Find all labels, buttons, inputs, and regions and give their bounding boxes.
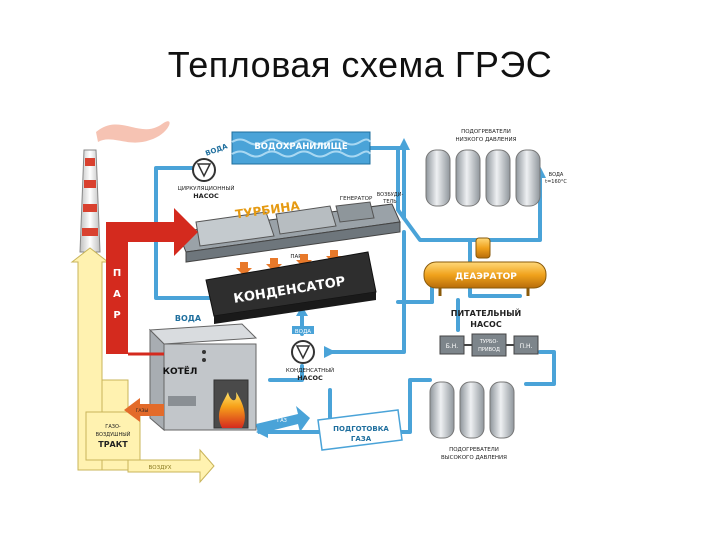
water-top-label: ВОДА: [204, 142, 229, 158]
air-duct-bottom: ВОЗДУХ: [127, 448, 215, 484]
steam-pipe: П А Р: [106, 208, 198, 354]
turbo-drive-label-2: ПРИВОД: [478, 347, 500, 353]
circ-pump-label-2: НАСОС: [193, 192, 219, 200]
gas-prep-label-1: ПОДГОТОВКА: [333, 425, 389, 433]
lp-heaters-label-2: НИЗКОГО ДАВЛЕНИЯ: [456, 137, 517, 143]
bn-label: Б.Н.: [446, 343, 459, 350]
gas-air-label-1: ГАЗО-: [105, 424, 121, 430]
feed-pump: ПИТАТЕЛЬНЫЙ НАСОС Б.Н. ТУРБО- ПРИВОД П.Н…: [439, 307, 539, 357]
hp-heaters-label-1: ПОДОГРЕВАТЕЛИ: [449, 447, 499, 453]
deaerator-label: ДЕАЭРАТОР: [455, 272, 517, 282]
flame: [218, 392, 245, 428]
boiler: КОТЁЛ: [148, 323, 258, 432]
flue-small-label: ГАЗЫ: [136, 408, 149, 414]
fuel-gas-small-label: ГАЗ: [277, 418, 287, 424]
steam-vertical-r: Р: [113, 310, 120, 321]
pn-label: П.Н.: [520, 343, 533, 350]
water-temp-label-1: ВОДА: [549, 172, 564, 178]
reservoir: ВОДОХРАНИЛИЩЕ ВОДА: [204, 131, 371, 165]
lp-heaters: ПОДОГРЕВАТЕЛИ НИЗКОГО ДАВЛЕНИЯ ВОДА t=16…: [425, 129, 567, 207]
water-mid-label: ВОДА: [175, 314, 202, 323]
water-temp-label-2: t=160°C: [545, 179, 567, 185]
smoke-plume: [96, 121, 170, 143]
exhaust-steam-arrows: [236, 250, 342, 276]
gas-prep-label-2: ГАЗА: [351, 435, 372, 443]
steam-vertical-a: А: [113, 289, 121, 300]
lp-heaters-label-1: ПОДОГРЕВАТЕЛИ: [461, 129, 511, 135]
water-pump-label: ВОДА: [295, 329, 311, 335]
cond-pump-label-2: НАСОС: [297, 374, 323, 382]
gas-supply: ГАЗ ПОДГОТОВКА ГАЗА: [256, 406, 403, 451]
page-title: Тепловая схема ГРЭС: [167, 44, 553, 85]
hp-heaters: ПОДОГРЕВАТЕЛИ ВЫСОКОГО ДАВЛЕНИЯ: [429, 381, 515, 461]
feed-pump-label-2: НАСОС: [470, 320, 502, 329]
steam-vertical-p: П: [113, 268, 121, 279]
air-label: ВОЗДУХ: [148, 465, 171, 471]
reservoir-label: ВОДОХРАНИЛИЩЕ: [254, 142, 348, 152]
generator-label: ГЕНЕРАТОР: [340, 196, 373, 202]
feed-pump-label-1: ПИТАТЕЛЬНЫЙ: [451, 307, 521, 318]
chimney: [79, 149, 101, 253]
condensate-pump: ВОДА КОНДЕНСАТНЫЙ НАСОС: [286, 326, 334, 382]
condenser: КОНДЕНСАТОР: [205, 251, 377, 324]
hp-heaters-label-2: ВЫСОКОГО ДАВЛЕНИЯ: [441, 455, 507, 461]
cond-pump-label-1: КОНДЕНСАТНЫЙ: [286, 367, 334, 374]
boiler-label: КОТЁЛ: [163, 366, 198, 377]
steam-small-label: ПАР: [290, 254, 302, 260]
deaerator: ДЕАЭРАТОР: [423, 237, 547, 296]
circ-pump-label-1: ЦИРКУЛЯЦИОННЫЙ: [178, 185, 235, 192]
gas-air-label-3: ТРАКТ: [98, 440, 128, 449]
flue-gas-arrow: ГАЗЫ: [124, 398, 164, 422]
exciter-label-1: ВОЗБУДИ-: [377, 192, 404, 198]
turbo-drive-label-1: ТУРБО-: [479, 339, 498, 345]
gas-air-label-2: ВОЗДУШНЫЙ: [96, 431, 131, 438]
circulation-pump: ЦИРКУЛЯЦИОННЫЙ НАСОС: [178, 158, 235, 200]
turbine-assembly: ТУРБИНА ГЕНЕРАТОР ВОЗБУДИ- ТЕЛЬ ПАР: [177, 192, 404, 263]
exciter-label-2: ТЕЛЬ: [382, 199, 397, 205]
